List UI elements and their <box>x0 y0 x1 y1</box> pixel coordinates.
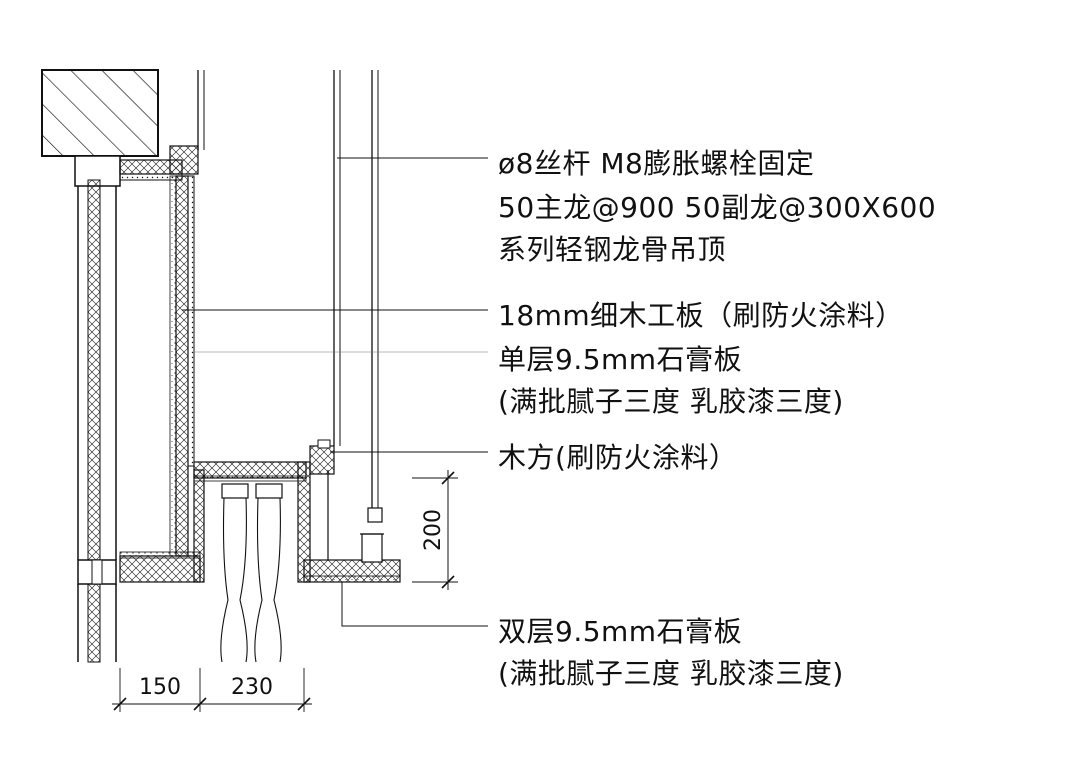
dimension-label-200: 200 <box>421 509 446 551</box>
curtain-wall-frame <box>74 155 121 663</box>
concrete-wall-block <box>41 69 159 157</box>
annotation-finish-1: (满批腻子三度 乳胶漆三度) <box>498 385 844 418</box>
curtain-track <box>221 483 283 499</box>
annotation-gypsum-single: 单层9.5mm石膏板 <box>498 343 743 376</box>
annotation-timber: 木方(刷防火涂料） <box>498 441 738 474</box>
annotation-gypsum-double: 双层9.5mm石膏板 <box>498 615 743 648</box>
annotation-finish-2: (满批腻子三度 乳胶漆三度) <box>498 657 844 690</box>
annotation-board: 18mm细木工板（刷防火涂料） <box>498 299 904 332</box>
dimension-vertical-200 <box>412 470 458 590</box>
leader-lines <box>182 157 488 627</box>
dimension-label-150: 150 <box>139 675 181 700</box>
upper-soffit-layers <box>119 70 205 181</box>
bottom-ledge <box>119 469 205 583</box>
curtain-fabric <box>220 497 282 663</box>
curtain-pocket-lid <box>193 439 401 583</box>
vertical-wall-lining <box>169 175 195 557</box>
dimension-horizontal <box>112 668 312 712</box>
hanger-rods <box>333 70 384 563</box>
annotation-rod: ø8丝杆 M8膨胀螺栓固定 <box>498 147 815 180</box>
dimension-label-230: 230 <box>231 675 273 700</box>
annotation-ceiling: 系列轻钢龙骨吊顶 <box>498 233 727 266</box>
annotation-keel: 50主龙@900 50副龙@300X600 <box>498 191 937 224</box>
